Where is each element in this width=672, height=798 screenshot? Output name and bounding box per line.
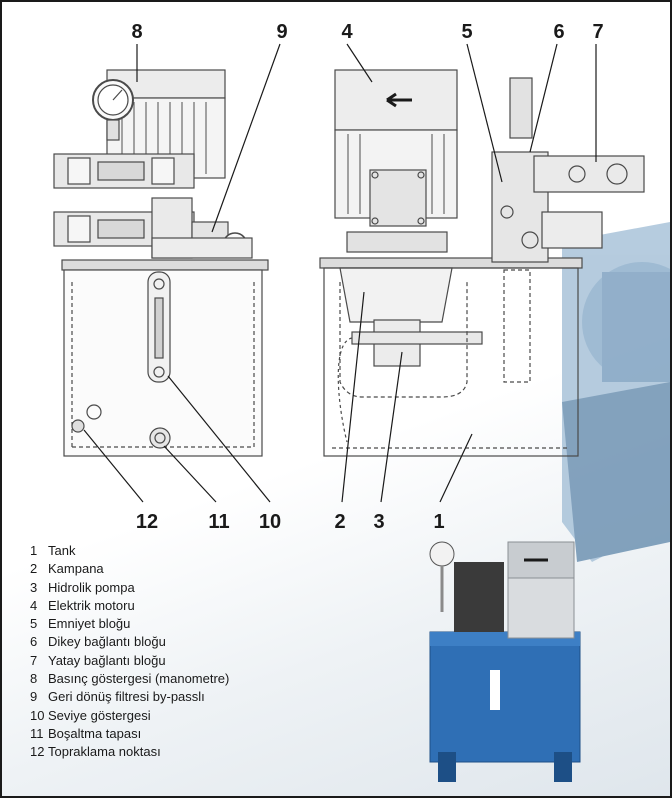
legend-number: 12 — [30, 744, 45, 760]
legend-label: Kampana — [48, 561, 104, 577]
legend-number: 10 — [30, 707, 45, 723]
front-view — [53, 69, 269, 457]
legend-number: 11 — [30, 725, 44, 741]
callout-9: 9 — [276, 21, 287, 43]
leader-lines — [83, 43, 597, 503]
legend-label: Hidrolik pompa — [48, 579, 135, 595]
legend-item: 1 Tank — [30, 542, 229, 560]
legend-label: Elektrik motoru — [48, 597, 135, 613]
legend-label: Topraklama noktası — [48, 744, 161, 760]
legend-label: Geri dönüş filtresi by-passlı — [48, 689, 205, 705]
callout-11: 11 — [208, 511, 229, 533]
legend-item: 2 Kampana — [30, 560, 229, 578]
legend-number: 6 — [30, 634, 38, 650]
callout-12: 12 — [136, 511, 158, 533]
legend-item: 6 Dikey bağlantı bloğu — [30, 633, 229, 651]
legend-label: Seviye göstergesi — [48, 707, 151, 723]
legend-label: Emniyet bloğu — [48, 616, 131, 632]
legend-item: 5 Emniyet bloğu — [30, 615, 229, 633]
callout-3: 3 — [373, 511, 384, 533]
legend-label: Boşaltma tapası — [48, 725, 142, 741]
callout-2: 2 — [334, 511, 345, 533]
callout-6: 6 — [553, 21, 564, 43]
legend-number: 1 — [30, 543, 38, 558]
callout-7: 7 — [592, 21, 603, 43]
legend-number: 9 — [30, 689, 38, 705]
legend-label: Yatay bağlantı bloğu — [48, 652, 166, 668]
background-motor-photo — [562, 222, 670, 562]
legend-number: 3 — [30, 579, 38, 595]
legend-item: 4 Elektrik motoru — [30, 597, 229, 615]
callout-10: 10 — [259, 511, 281, 533]
legend-item: 8 Basınç göstergesi (manometre) — [30, 670, 229, 688]
legend-number: 4 — [30, 597, 38, 613]
legend-label: Basınç göstergesi (manometre) — [48, 671, 230, 687]
side-view — [319, 69, 645, 457]
legend-number: 5 — [30, 616, 38, 632]
callout-4: 4 — [341, 21, 353, 43]
legend-label: Dikey bağlantı bloğu — [48, 634, 166, 650]
product-photo — [429, 541, 581, 782]
legend-number: 7 — [30, 652, 38, 668]
legend-number: 8 — [30, 671, 38, 687]
callout-5: 5 — [461, 21, 472, 43]
legend-item: 9 Geri dönüş filtresi by-passlı — [30, 688, 229, 706]
callout-1: 1 — [433, 511, 444, 533]
parts-legend: 1 Tank 2 Kampana 3 Hidrolik pompa 4 Elektrik… — [30, 542, 229, 762]
legend-label: Tank — [48, 543, 76, 558]
legend-item: 7 Yatay bağlantı bloğu — [30, 652, 229, 670]
callout-numbers: 8 9 4 5 6 7 12 11 10 2 3 1 — [131, 21, 603, 533]
legend-number: 2 — [30, 561, 38, 577]
legend-item: 3 Hidrolik pompa — [30, 579, 229, 597]
callout-8: 8 — [131, 21, 142, 43]
